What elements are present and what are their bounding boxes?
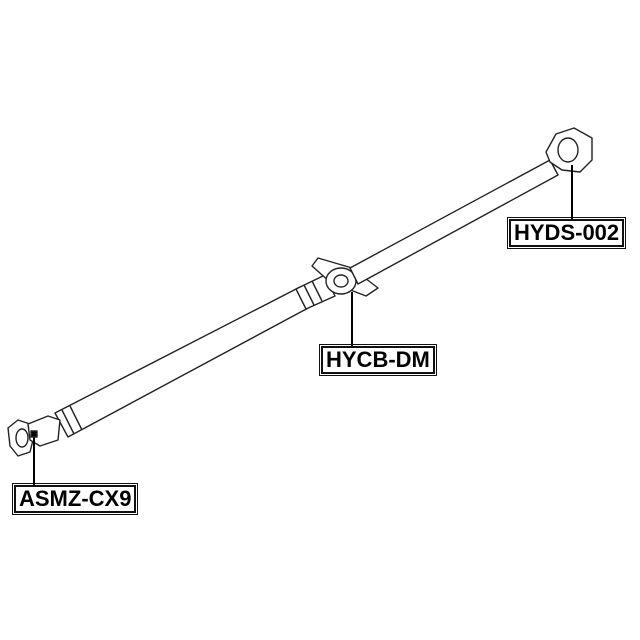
part-label-center-bearing[interactable]: HYCB-DM [319,344,437,376]
front-tube [349,159,559,285]
universal-joint-yoke [27,415,61,447]
slip-joint [295,274,336,310]
rear-tube [54,286,311,438]
part-label-universal-joint[interactable]: ASMZ-CX9 [11,483,139,515]
part-label-flex-disc[interactable]: HYDS-002 [506,217,627,249]
